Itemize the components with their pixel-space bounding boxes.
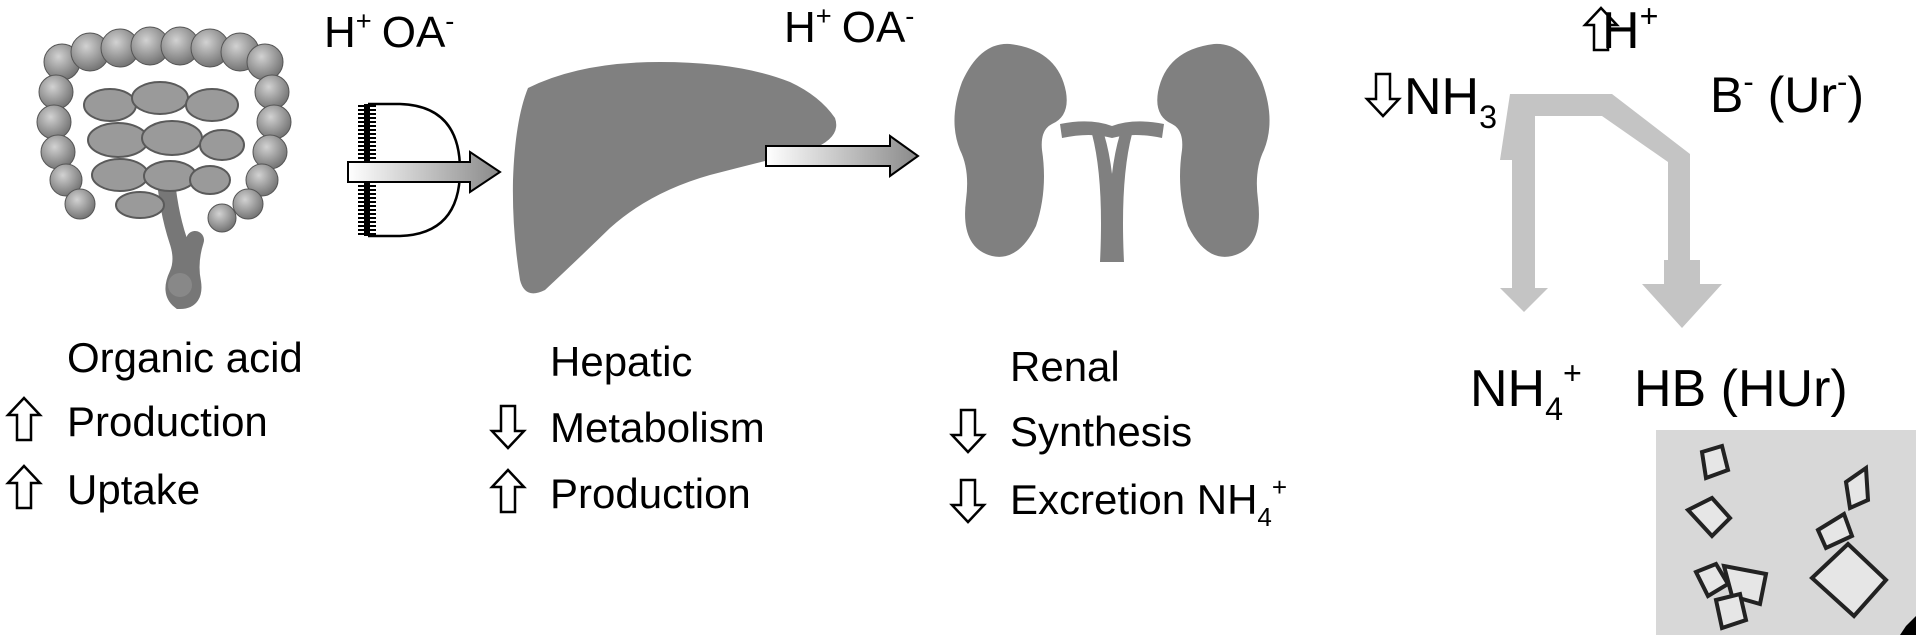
crystal-micrograph — [1656, 430, 1916, 635]
liver-item-production: Production — [550, 470, 751, 517]
liver-illustration — [512, 62, 837, 294]
uric-acid-label: HB (HUr) — [1634, 360, 1848, 418]
intestine-illustration — [36, 26, 292, 310]
transport-ion-oa-charge-2: - — [905, 0, 914, 31]
svg-text:H+: H+ — [1602, 0, 1658, 60]
kidney-excretion-arrow-down-icon — [950, 478, 986, 524]
svg-text:NH4+: NH4+ — [1470, 355, 1582, 427]
h-plus-label: H+ — [1583, 0, 1658, 60]
transport-arrow-2 — [765, 134, 920, 178]
ammonium-label: NH4+ — [1470, 355, 1582, 427]
svg-text:NH3: NH3 — [1404, 68, 1497, 135]
liver-item-metabolism: Metabolism — [550, 404, 765, 451]
transport-ion-h-charge: + — [356, 5, 372, 36]
kidney-title: Renal — [1010, 343, 1120, 390]
gut-uptake-arrow-up-icon — [6, 464, 42, 510]
buffer-pathway — [1500, 94, 1722, 328]
liver-metabolism-arrow-down-icon — [490, 404, 526, 450]
liver-production-arrow-up-icon — [490, 468, 526, 514]
transport-ion-h-charge-2: + — [816, 0, 832, 31]
kidney-item-excretion: Excretion NH4+ — [1010, 472, 1287, 532]
nh3-label: NH3 — [1365, 68, 1497, 135]
transport-ion-oa-2: OA — [842, 3, 906, 52]
transport-ion-oa-charge: - — [445, 5, 454, 36]
transport-ion-h-2: H — [784, 3, 816, 52]
gut-production-arrow-up-icon — [6, 396, 42, 442]
transport-ion-h: H — [324, 8, 356, 57]
transport-arrow-1 — [347, 150, 502, 194]
svg-text:B- (Ur-): B- (Ur-) — [1710, 64, 1864, 123]
gut-item-uptake: Uptake — [67, 466, 200, 513]
transport-ion-oa: OA — [382, 8, 446, 57]
kidney-item-synthesis: Synthesis — [1010, 408, 1192, 455]
kidney-illustration — [954, 43, 1270, 262]
liver-title: Hepatic — [550, 338, 692, 385]
kidney-synthesis-arrow-down-icon — [950, 408, 986, 454]
gut-item-production: Production — [67, 398, 268, 445]
svg-text:H+OA-: H+ OA- — [324, 5, 454, 57]
base-urate-label: B- (Ur-) — [1710, 64, 1864, 123]
svg-text:H+OA-: H+ OA- — [784, 0, 914, 52]
gut-title: Organic acid — [67, 334, 303, 381]
gut-to-liver-transport — [347, 102, 502, 238]
